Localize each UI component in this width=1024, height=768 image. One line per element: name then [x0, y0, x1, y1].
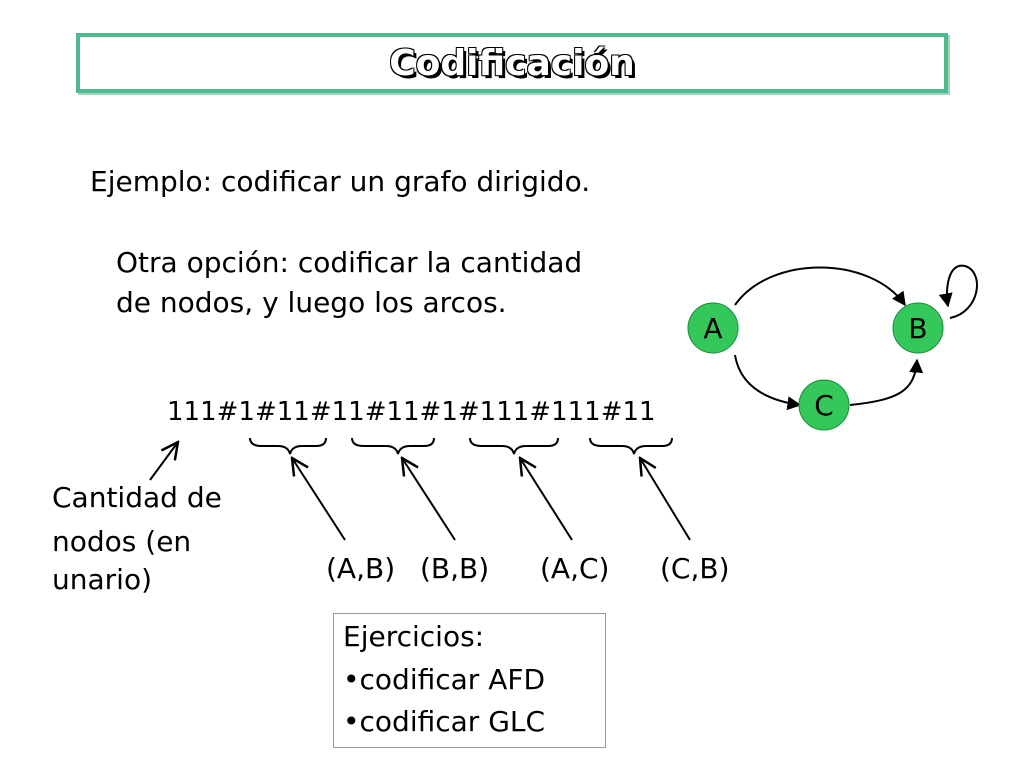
arrow-bb — [402, 458, 456, 541]
node-a-label: A — [703, 312, 722, 345]
edge-b-b — [938, 264, 978, 319]
brace-ac — [469, 437, 559, 455]
count-label-line-3: unario) — [52, 563, 152, 596]
encoding-string: 111#1#11#11#11#1#111#111#11 — [167, 397, 656, 427]
exercises-heading: Ejercicios: — [343, 620, 485, 653]
node-a: A — [687, 302, 739, 354]
example-text: Ejemplo: codificar un grafo dirigido. — [90, 165, 591, 198]
edge-a-b — [734, 266, 906, 307]
exercise-item-afd: •codificar AFD — [343, 663, 546, 696]
count-label-line-2: nodos (en — [52, 525, 192, 558]
pair-label-ac: (A,C) — [540, 552, 610, 585]
slide-title: Codificación — [389, 42, 635, 84]
pair-label-cb: (C,B) — [660, 552, 730, 585]
count-label-line-1: Cantidad de — [52, 481, 222, 514]
node-b: B — [892, 302, 944, 354]
exercises-box — [333, 613, 606, 748]
arrow-count — [149, 442, 178, 481]
node-b-label: B — [908, 312, 927, 345]
node-c-label: C — [814, 389, 834, 422]
option-text-line-1: Otra opción: codificar la cantidad — [116, 246, 583, 279]
exercise-item-glc: •codificar GLC — [343, 705, 546, 738]
brace-ab — [249, 437, 327, 455]
title-box: Codificación — [76, 33, 948, 93]
arrow-ab — [292, 458, 346, 541]
arrow-ac — [520, 458, 573, 541]
pair-label-ab: (A,B) — [326, 552, 396, 585]
arrow-cb — [640, 458, 691, 541]
option-text-line-2: de nodos, y luego los arcos. — [116, 286, 507, 319]
node-c: C — [798, 379, 850, 431]
brace-cb — [589, 437, 673, 455]
edge-a-c — [734, 354, 802, 411]
brace-bb — [351, 437, 435, 455]
edge-c-b — [849, 358, 924, 406]
pair-label-bb: (B,B) — [420, 552, 490, 585]
